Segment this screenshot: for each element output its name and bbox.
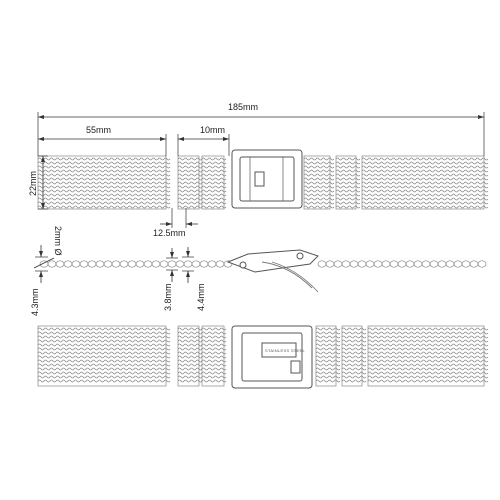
chain-link bbox=[63, 260, 73, 268]
chain-link bbox=[437, 260, 447, 268]
chain-link bbox=[413, 260, 423, 268]
chain-link bbox=[103, 260, 113, 268]
chain-link bbox=[445, 260, 455, 268]
chain-link bbox=[461, 260, 471, 268]
chain-link bbox=[143, 260, 153, 268]
mesh-pattern bbox=[37, 325, 489, 387]
chain-link bbox=[127, 260, 137, 268]
label-width: 22mm bbox=[28, 171, 38, 196]
label-thickness-link-b: 4.4mm bbox=[196, 283, 206, 311]
mesh-pattern bbox=[37, 155, 489, 210]
chain-link bbox=[111, 260, 121, 268]
side-clasp-arm bbox=[271, 261, 319, 293]
chain-link bbox=[119, 260, 129, 268]
chain-link bbox=[429, 260, 439, 268]
side-clasp-arm bbox=[261, 261, 313, 289]
chain-link bbox=[175, 260, 185, 268]
chain-link bbox=[207, 260, 217, 268]
label-link-segment: 12.5mm bbox=[153, 228, 186, 238]
label-wire-diameter: 2mm Ø bbox=[53, 226, 63, 256]
chain-link bbox=[95, 260, 105, 268]
dimension-width: 22mm bbox=[28, 155, 48, 210]
side-clasp-pin bbox=[239, 261, 247, 269]
label-end-section: 55mm bbox=[86, 125, 111, 135]
mesh-segment bbox=[177, 155, 203, 210]
dimension-thickness-link-a: 3.8mm bbox=[163, 248, 178, 311]
chain-link bbox=[381, 260, 391, 268]
chain-link bbox=[215, 260, 225, 268]
chain-link bbox=[357, 260, 367, 268]
dimension-total-length: 185mm bbox=[37, 102, 485, 156]
dimension-wire-diameter: 2mm Ø bbox=[33, 226, 63, 269]
chain-link bbox=[47, 260, 57, 268]
chain-link bbox=[71, 260, 81, 268]
chain-link bbox=[183, 260, 193, 268]
chain-link bbox=[477, 260, 487, 268]
chain-link bbox=[349, 260, 359, 268]
chain-link bbox=[341, 260, 351, 268]
mesh-segment bbox=[37, 325, 171, 387]
chain-link bbox=[135, 260, 145, 268]
clasp-stamp-plate bbox=[261, 342, 297, 358]
chain-link bbox=[159, 260, 169, 268]
chain-link bbox=[397, 260, 407, 268]
top-view-strap bbox=[37, 149, 489, 210]
label-thickness-end: 4.3mm bbox=[30, 288, 40, 316]
chain-link bbox=[405, 260, 415, 268]
chain-link bbox=[469, 260, 479, 268]
clasp-button bbox=[254, 171, 265, 187]
chain-link bbox=[389, 260, 399, 268]
mesh-segment bbox=[177, 325, 203, 387]
chain-link bbox=[317, 260, 327, 268]
mesh-segment bbox=[341, 325, 367, 387]
chain-link bbox=[55, 260, 65, 268]
chain-link bbox=[87, 260, 97, 268]
label-clasp-link: 10mm bbox=[200, 125, 225, 135]
clasp-latch bbox=[290, 360, 301, 374]
chain-link bbox=[79, 260, 89, 268]
mesh-segment bbox=[335, 155, 361, 210]
chain-link bbox=[365, 260, 375, 268]
chain-link bbox=[453, 260, 463, 268]
mesh-segment bbox=[201, 155, 227, 210]
dimension-thickness-end: 4.3mm bbox=[30, 245, 48, 316]
dimension-thickness-link-b: 4.4mm bbox=[182, 247, 206, 311]
mesh-segment bbox=[201, 325, 227, 387]
dimension-end-section: 55mm bbox=[38, 125, 167, 156]
chain-link bbox=[373, 260, 383, 268]
dimension-clasp-link: 10mm bbox=[177, 125, 230, 156]
chain-link bbox=[191, 260, 201, 268]
mesh-segment bbox=[37, 155, 171, 210]
side-clasp-pin bbox=[296, 252, 304, 260]
chain-link bbox=[151, 260, 161, 268]
chain-link bbox=[333, 260, 343, 268]
side-clasp-body bbox=[226, 249, 319, 273]
label-total-length: 185mm bbox=[228, 102, 258, 112]
mesh-segment bbox=[367, 325, 489, 387]
chain-link bbox=[325, 260, 335, 268]
chain-link bbox=[199, 260, 209, 268]
dimension-link-segment: 12.5mm bbox=[153, 208, 198, 238]
mesh-segment bbox=[315, 325, 341, 387]
clasp-top-inner bbox=[239, 156, 295, 202]
side-view-strap bbox=[39, 249, 487, 293]
mesh-segment bbox=[303, 155, 335, 210]
chain-links bbox=[39, 260, 487, 268]
chain-link bbox=[167, 260, 177, 268]
mesh-segment bbox=[361, 155, 489, 210]
clasp-stamp-text: STAINLESS STEEL bbox=[265, 348, 305, 353]
chain-link bbox=[421, 260, 431, 268]
bottom-view-strap: STAINLESS STEEL bbox=[37, 325, 489, 389]
label-thickness-link-a: 3.8mm bbox=[163, 283, 173, 311]
